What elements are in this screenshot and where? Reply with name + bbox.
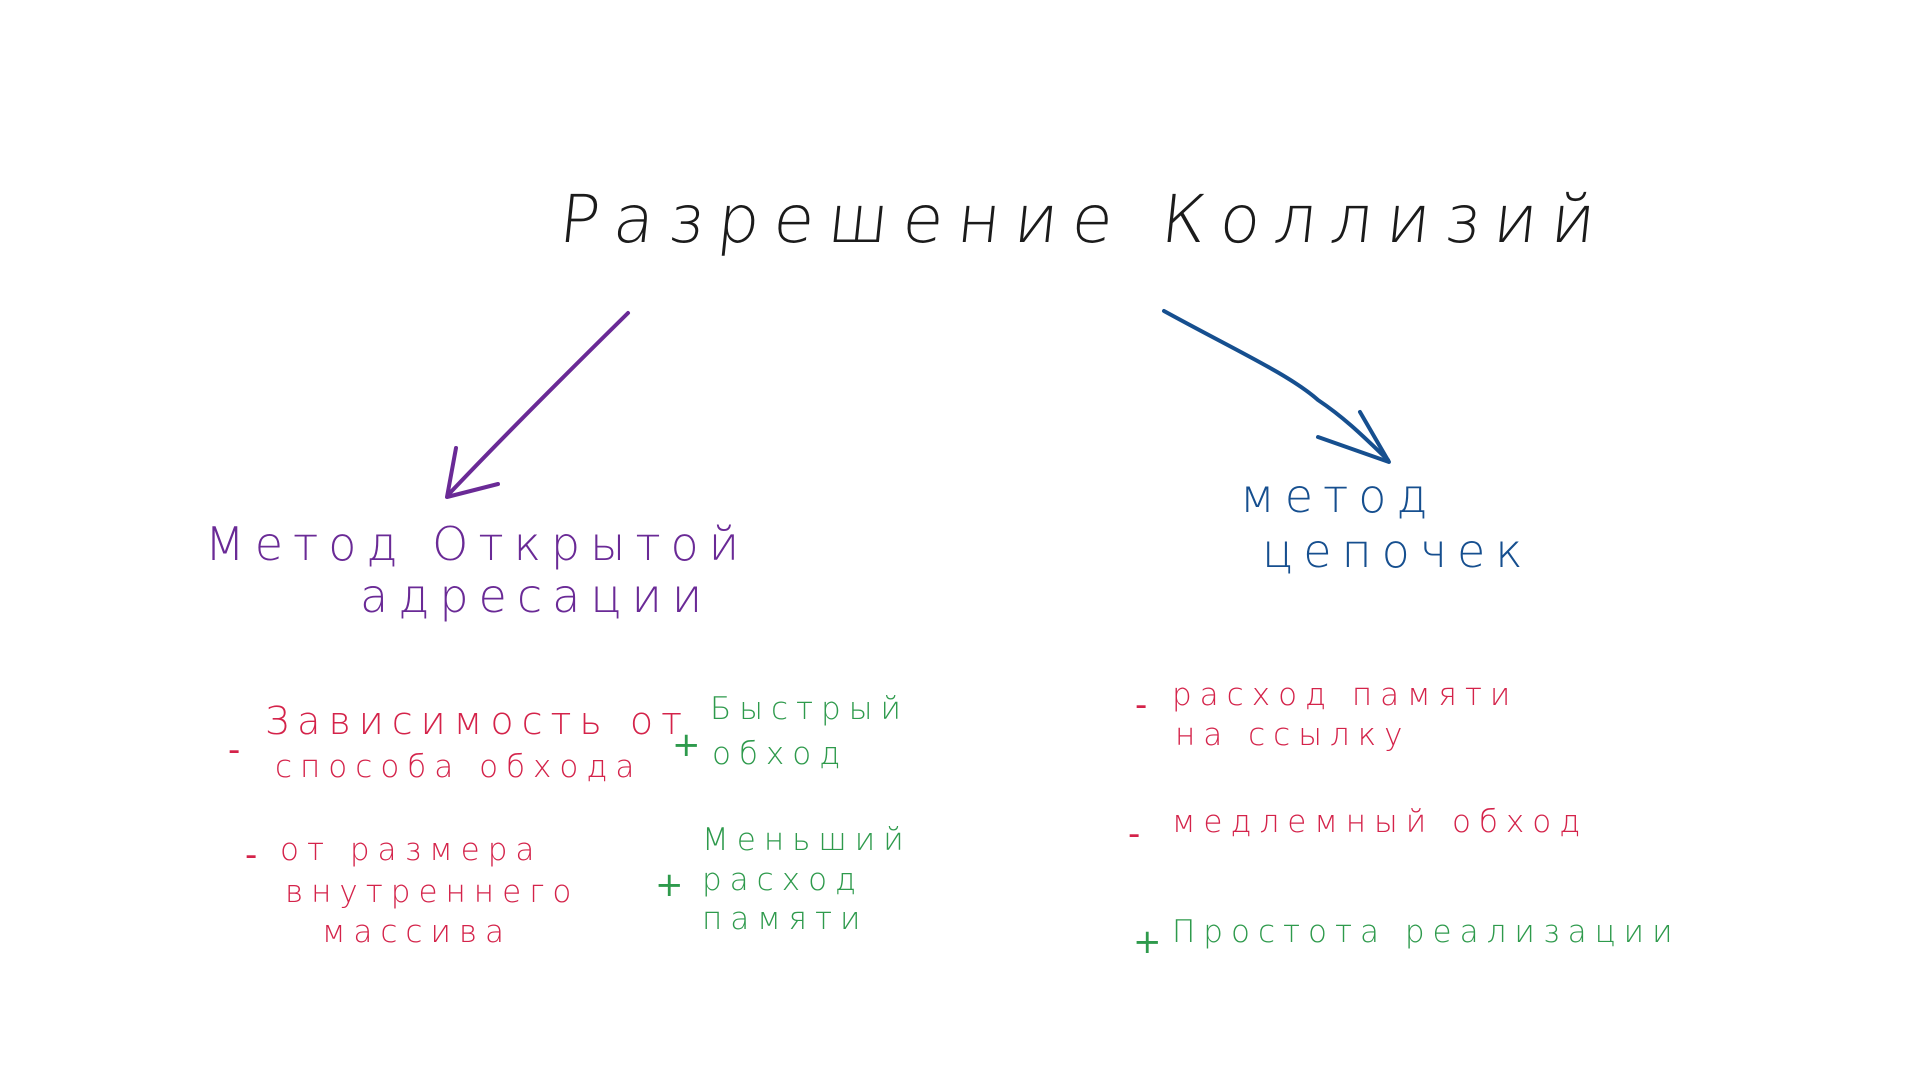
plus-mark: + [1133,922,1162,962]
con-array-size-line2: внутреннего [285,874,580,910]
minus-mark: - [1135,685,1148,725]
pro-less-memory-line2: расход [702,862,865,898]
con-array-size-line1: от размера [280,832,543,868]
con-array-size-line3: массива [322,914,513,950]
con-dependency-line1: Зависимость от [265,699,690,743]
minus-mark: - [1128,814,1141,854]
arrow-to-open-addressing [446,311,630,497]
minus-mark: - [245,835,258,875]
open-addressing-heading-line2: адресации [360,569,713,623]
con-dependency-line2: способа обхода [275,749,643,785]
pro-fast-traversal-line1: Быстрый [710,691,909,727]
arrow-to-chaining-head [1316,410,1391,464]
chaining-heading-line1: метод [1240,469,1438,523]
pro-less-memory-line1: Меньший [702,822,912,858]
chaining-heading-line2: цепочек [1262,524,1533,578]
chaining-con-memory-line1: расход памяти [1172,677,1519,713]
chaining-con-memory-line2: на ссылку [1175,717,1411,753]
plus-mark: + [655,865,684,905]
chaining-pro-simplicity: Простота реализации [1172,914,1681,950]
pro-less-memory-line3: памяти [702,901,869,937]
diagram-title: Разрешение Коллизий [556,181,1614,258]
plus-mark: + [672,725,701,765]
chaining-con-slow-traversal: медлемный обход [1172,804,1589,840]
pro-fast-traversal-line2: обход [712,736,849,772]
open-addressing-heading-line1: Метод Открытой [205,517,750,571]
minus-mark: - [228,730,241,770]
arrow-to-chaining [1162,309,1390,462]
arrow-to-open-addressing-head [445,446,500,499]
